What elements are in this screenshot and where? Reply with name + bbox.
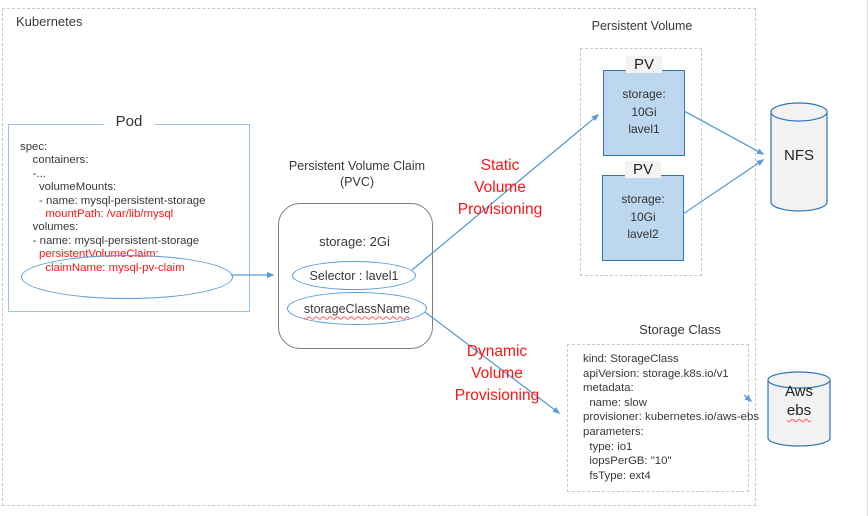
nfs-cylinder-icon [770,102,828,212]
aws-ebs-cylinder-icon [767,371,831,447]
yaml-line: containers: [20,154,89,167]
pvc-storageclassname-ellipse: storageClassName [287,292,427,325]
yaml-line: type: io1 [583,440,633,453]
yaml-line: apiVersion: storage.k8s.io/v1 [583,367,729,380]
yaml-line: kind: StorageClass [583,353,679,365]
dynamic-provisioning-label: Dynamic Volume Provisioning [454,343,540,404]
yaml-line: volumes: [20,221,79,234]
yaml-line: mountPath: /var/lib/mysql [20,208,174,221]
yaml-line: - name: mysql-persistent-storage [20,194,206,207]
pod-claim-highlight-ellipse [21,255,233,299]
yaml-line: -... [20,167,46,180]
storage-class-title: Storage Class [639,322,721,337]
yaml-line: metadata: [583,382,634,395]
pv2-box: PV storage: 10Gi lavel2 [602,161,684,261]
yaml-line: - name: mysql-persistent-storage [20,234,200,247]
pod-yaml: spec: containers: -... volumeMounts: - n… [20,141,205,275]
yaml-line: name: slow [583,396,647,409]
kubernetes-boundary-box [2,8,756,506]
pvc-selector-label: Selector : lavel1 [309,268,399,283]
aws-label-line2: ebs [786,402,812,419]
pv2-details: storage: 10Gi lavel2 [621,192,665,241]
pv1-box: PV storage: 10Gi lavel1 [603,56,685,156]
pod-box: Pod [8,113,250,312]
kubernetes-label: Kubernetes [16,14,83,29]
pv2-label: PV [624,161,662,178]
pv1-label: PV [625,56,663,73]
pvc-title: Persistent Volume Claim (PVC) [288,159,426,189]
storage-class-yaml: kind: StorageClass apiVersion: storage.k8… [583,352,759,483]
nfs-label: NFS [784,147,814,164]
aws-label-line1: Aws [784,383,814,400]
pvc-selector-ellipse: Selector : lavel1 [292,261,416,290]
yaml-line: fsType: ext4 [583,469,651,482]
persistent-volume-title: Persistent Volume [591,19,693,33]
pvc-storage-value: storage: 2Gi [319,234,390,249]
pod-title: Pod [103,113,155,130]
storage-class-box [567,344,749,492]
yaml-line: iopsPerGB: "10" [583,455,672,468]
pvc-storageclassname-label: storageClassName [303,301,411,316]
yaml-line: spec: [20,141,48,153]
static-provisioning-label: Static Volume Provisioning [457,157,543,218]
pvc-box [278,203,433,349]
pv1-details: storage: 10Gi lavel1 [622,87,666,136]
yaml-line: parameters: [583,425,644,438]
yaml-line: provisioner: kubernetes.io/aws-ebs [583,411,760,424]
aws-ebs-label: Aws ebs [767,382,831,420]
yaml-line: volumeMounts: [20,181,117,194]
